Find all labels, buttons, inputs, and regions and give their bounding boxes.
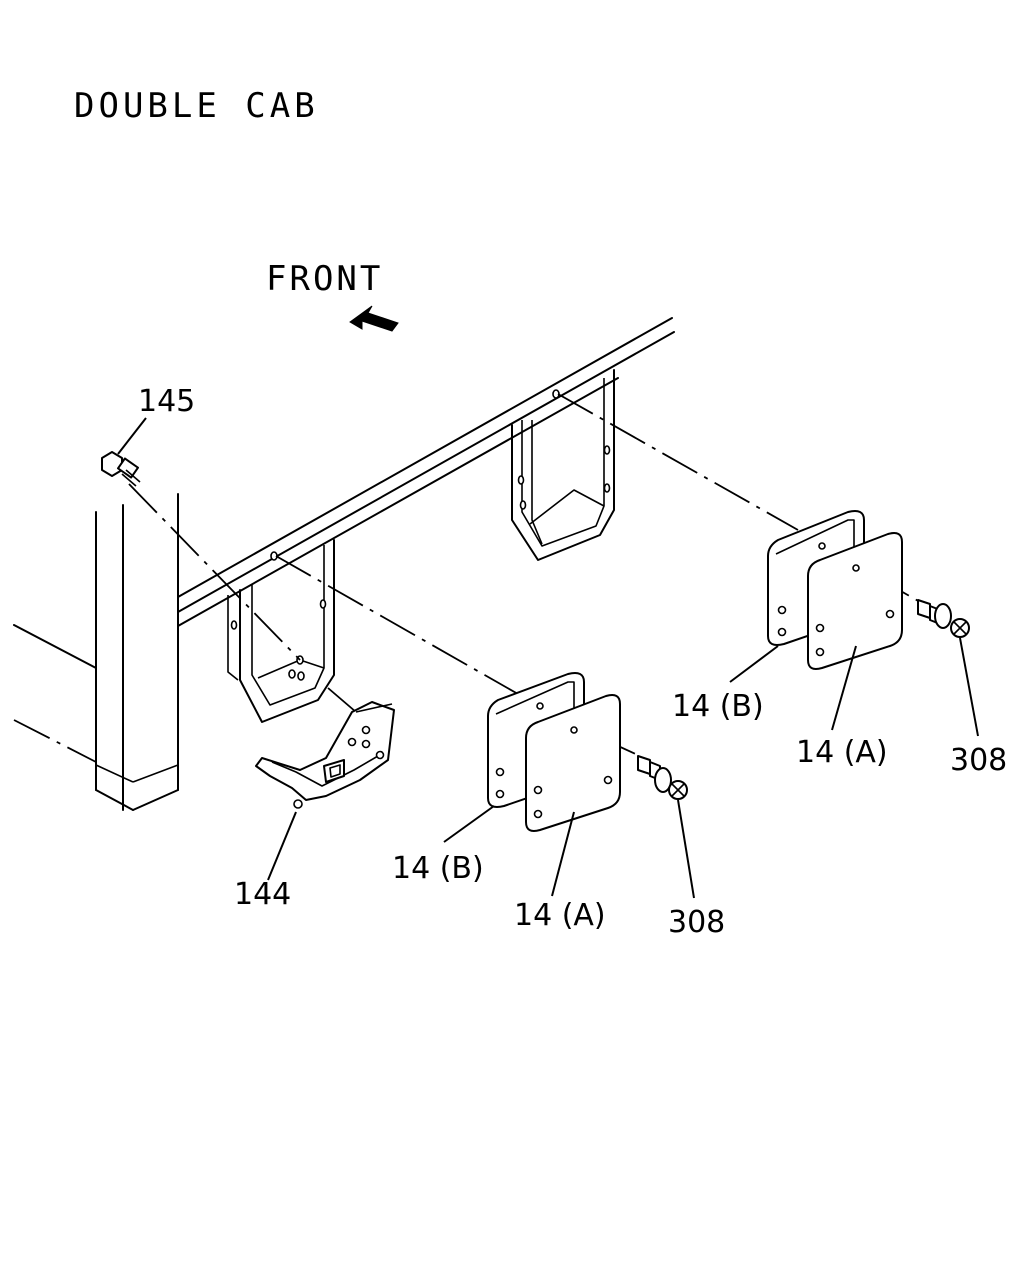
front-label: FRONT xyxy=(266,259,383,299)
callout-right-14b: 14 (B) xyxy=(672,689,764,724)
right-crossmember xyxy=(511,369,615,561)
cab-body xyxy=(13,493,179,811)
diagram-title: DOUBLE CAB xyxy=(74,86,319,126)
right-bolt-308-icon xyxy=(917,599,970,638)
left-bolt-308-icon xyxy=(637,755,688,800)
right-plate-14a xyxy=(807,532,903,670)
callout-145: 145 xyxy=(138,384,195,419)
front-arrow-icon xyxy=(349,305,399,332)
callout-right-14a: 14 (A) xyxy=(796,735,888,770)
bolt-145-icon xyxy=(101,451,141,487)
leader-lines xyxy=(117,417,979,899)
bracket-144-icon xyxy=(255,701,395,809)
callout-left-14b: 14 (B) xyxy=(392,851,484,886)
callout-right-308: 308 xyxy=(950,743,1007,778)
left-plate-14a xyxy=(525,694,621,832)
callout-144: 144 xyxy=(234,877,291,912)
callout-left-14a: 14 (A) xyxy=(514,898,606,933)
callout-left-308: 308 xyxy=(668,905,725,940)
